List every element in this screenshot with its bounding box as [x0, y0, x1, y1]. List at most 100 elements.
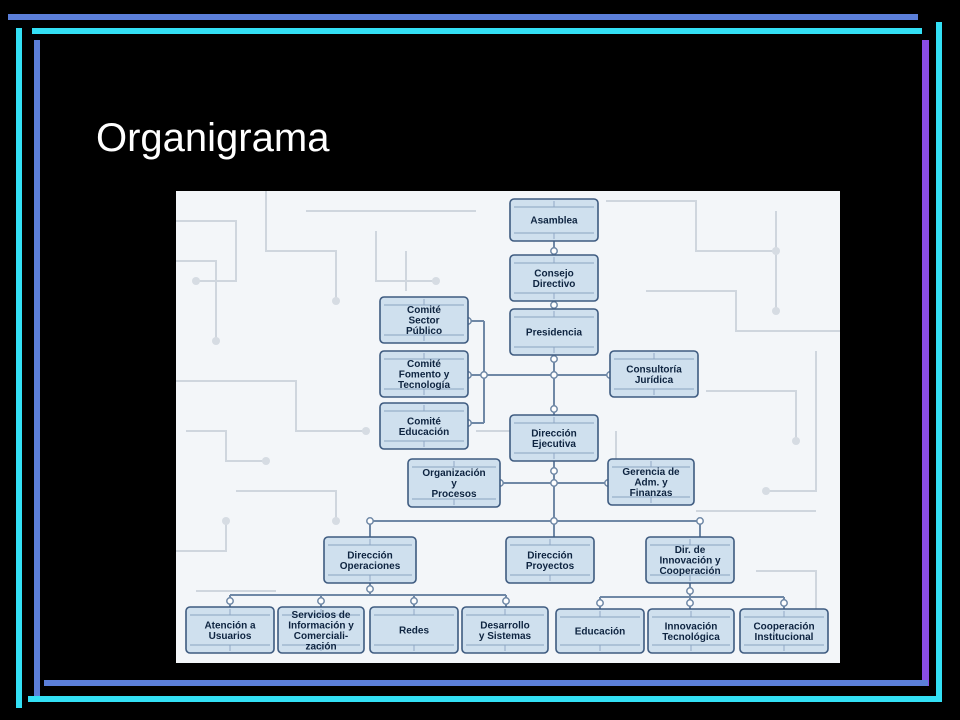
org-node-label: Directivo: [533, 279, 576, 290]
frame-left-blue-bar: [34, 40, 40, 700]
org-node-label: Dirección: [531, 428, 577, 439]
org-node-label: Innovación: [665, 621, 718, 632]
org-box: [379, 296, 469, 344]
org-node-label: Jurídica: [635, 375, 674, 386]
org-node-label: Consejo: [534, 268, 573, 279]
connector-joint: [502, 597, 510, 605]
org-box: [555, 608, 645, 654]
frame-top-cyan-bar: [32, 28, 922, 34]
connector-joint: [550, 247, 558, 255]
org-node-label: Educación: [575, 627, 626, 638]
org-node-label: Sector: [408, 316, 439, 327]
org-node-label: Cooperación: [659, 566, 720, 577]
org-node-label: Dirección: [527, 550, 573, 561]
org-node-label: y: [451, 479, 457, 490]
frame-top-blue-bar: [8, 14, 918, 20]
org-box: [509, 308, 599, 356]
connector-joint: [596, 599, 604, 607]
org-box-decoration: [190, 609, 270, 651]
frame-bottom-blue-bar: [44, 680, 928, 686]
org-box-decoration: [384, 405, 464, 447]
org-node-presidencia: Presidencia: [509, 308, 599, 356]
org-node-label: Comerciali-: [294, 631, 348, 642]
org-box-decoration: [514, 201, 594, 239]
org-node-label: Procesos: [431, 489, 476, 500]
org-node-label: Comité: [407, 305, 441, 316]
org-node-label: Cooperación: [753, 621, 814, 632]
org-node-label: Fomento y: [399, 370, 450, 381]
org-node-redes: Redes: [369, 606, 459, 654]
org-box: [379, 402, 469, 450]
org-box: [323, 536, 417, 584]
org-node-label: Presidencia: [526, 328, 583, 339]
connector-joint: [550, 301, 558, 309]
org-node-label: Organización: [422, 468, 485, 479]
org-node-label: Operaciones: [340, 561, 401, 572]
org-box-decoration: [374, 609, 454, 651]
org-box-decoration: [744, 611, 824, 651]
org-box-decoration: [514, 257, 594, 299]
org-node-label: zación: [305, 641, 336, 652]
org-box: [185, 606, 275, 654]
org-box: [505, 536, 595, 584]
org-box: [739, 608, 829, 654]
org-box: [645, 536, 735, 584]
org-node-label: Asamblea: [530, 216, 578, 227]
org-node-label: Ejecutiva: [532, 439, 576, 450]
org-node-label: Dir. de: [675, 545, 706, 556]
org-box: [369, 606, 459, 654]
org-node-label: Tecnológica: [662, 632, 720, 643]
org-box: [607, 458, 695, 506]
org-node-label: Comité: [407, 359, 441, 370]
org-box: [609, 350, 699, 398]
connector-joint: [410, 597, 418, 605]
org-box-decoration: [466, 609, 544, 651]
org-box-decoration: [384, 299, 464, 341]
org-node-label: Gerencia de: [622, 467, 680, 478]
org-box-decoration: [652, 611, 730, 651]
org-box-decoration: [650, 539, 730, 581]
circuit-background: [176, 191, 840, 625]
connector-joint: [550, 371, 558, 379]
frame-right-cyan-bar: [936, 22, 942, 702]
frame-right-violet-bar: [922, 40, 929, 686]
org-node-label: Información y: [288, 620, 354, 631]
org-node-label: Innovación y: [659, 556, 721, 567]
org-node-label: Usuarios: [209, 631, 252, 642]
org-box: [407, 458, 501, 508]
connector-joint: [550, 517, 558, 525]
connector-joint: [550, 479, 558, 487]
org-box: [509, 198, 599, 242]
org-node-label: Desarrollo: [480, 620, 529, 631]
connector-joint: [550, 467, 558, 475]
org-node-label: Educación: [399, 427, 450, 438]
org-box-decoration: [510, 539, 590, 581]
connector-joint: [550, 405, 558, 413]
frame-left-cyan-bar: [16, 28, 22, 708]
connector-joint: [696, 517, 704, 525]
org-box-decoration: [514, 417, 594, 459]
org-boxes: AsambleaConsejoDirectivoPresidenciaComit…: [185, 198, 829, 654]
org-node-label: Finanzas: [630, 488, 673, 499]
connector-joint: [686, 599, 694, 607]
org-node-label: Atención a: [204, 620, 256, 631]
frame-bottom-cyan-bar: [28, 696, 936, 702]
org-box: [461, 606, 549, 654]
org-box-decoration: [614, 353, 694, 395]
connector-joint: [366, 585, 374, 593]
slide-title: Organigrama: [96, 116, 330, 160]
org-node-label: Dirección: [347, 550, 393, 561]
connector-joint: [686, 587, 694, 595]
